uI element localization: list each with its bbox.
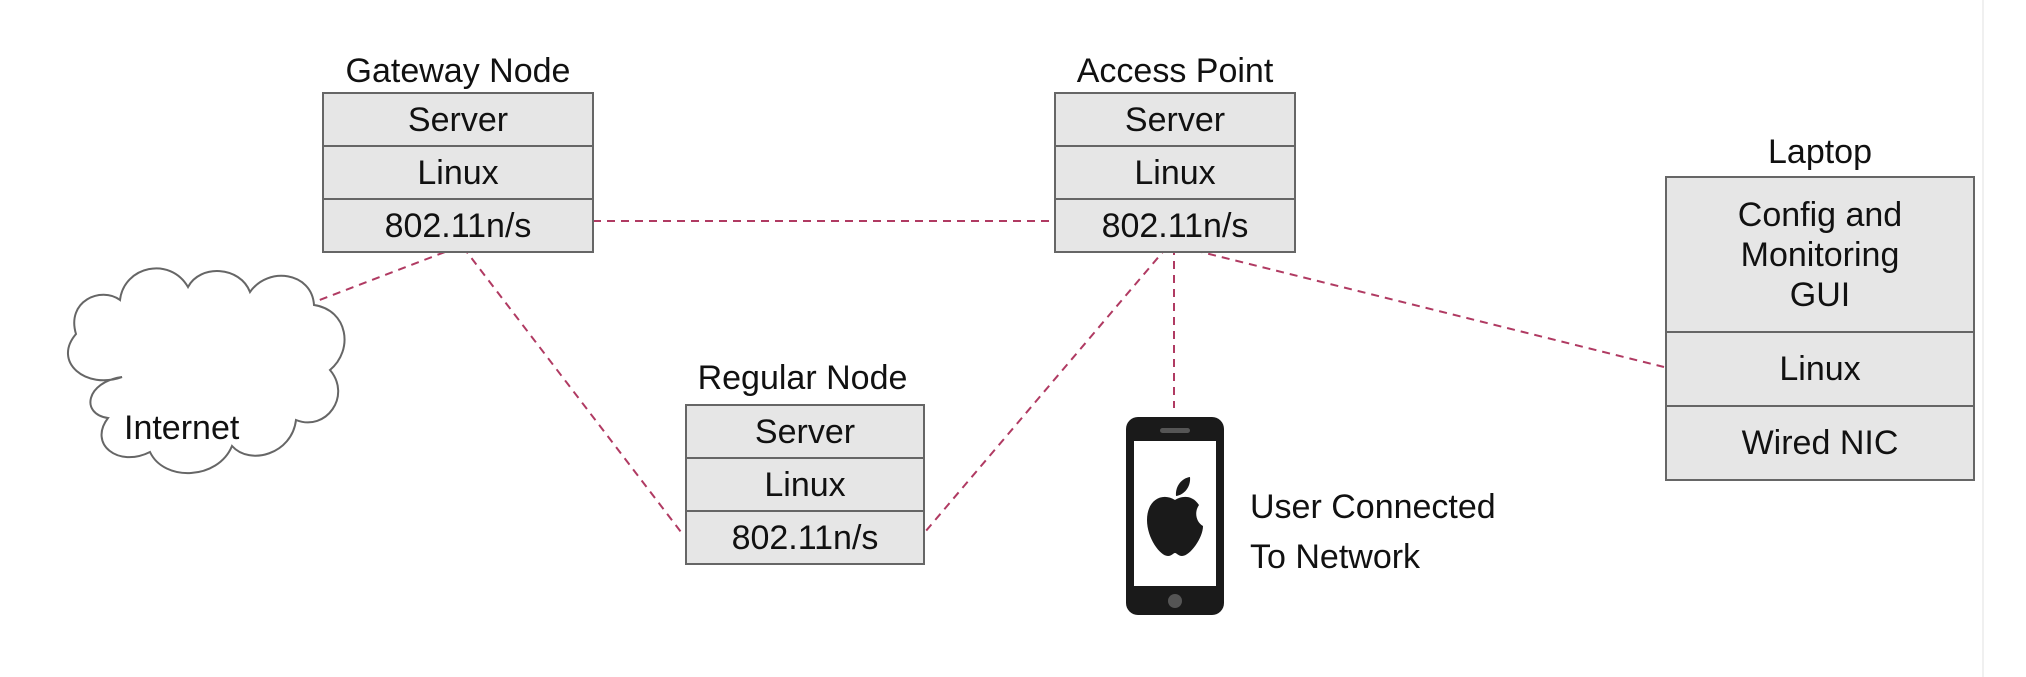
gateway-layer-radio: 802.11n/s (322, 198, 594, 253)
gateway-node-stack: Server Linux 802.11n/s (322, 92, 594, 253)
access-point-layer-linux: Linux (1054, 145, 1296, 200)
cloud-icon (67, 267, 346, 474)
internet-label: Internet (124, 409, 240, 447)
access-point-layer-server: Server (1054, 92, 1296, 147)
access-point-layer-radio: 802.11n/s (1054, 198, 1296, 253)
regular-layer-server: Server (685, 404, 925, 459)
laptop-title: Laptop (1768, 133, 1872, 171)
gateway-layer-linux: Linux (322, 145, 594, 200)
link-gateway-internet (209, 246, 459, 343)
laptop-stack: Config and Monitoring GUI Linux Wired NI… (1665, 176, 1975, 481)
user-caption-line1: User Connected (1250, 488, 1496, 526)
page-edge-divider (1982, 0, 1984, 677)
user-caption-line2: To Network (1250, 538, 1421, 576)
regular-node-title: Regular Node (697, 359, 908, 397)
gateway-layer-server: Server (322, 92, 594, 147)
apple-logo-icon (1147, 477, 1203, 556)
link-gateway-regular (462, 246, 682, 533)
link-access-point-regular (924, 246, 1168, 533)
smartphone-icon (1126, 417, 1224, 615)
regular-layer-linux: Linux (685, 457, 925, 512)
gateway-node-title: Gateway Node (345, 52, 571, 90)
laptop-layer-nic: Wired NIC (1665, 405, 1975, 481)
laptop-layer-linux: Linux (1665, 331, 1975, 407)
regular-node-stack: Server Linux 802.11n/s (685, 404, 925, 565)
link-access-point-laptop (1180, 246, 1665, 368)
laptop-layer-gui: Config and Monitoring GUI (1665, 176, 1975, 333)
regular-layer-radio: 802.11n/s (685, 510, 925, 565)
access-point-title: Access Point (1076, 52, 1274, 90)
access-point-stack: Server Linux 802.11n/s (1054, 92, 1296, 253)
